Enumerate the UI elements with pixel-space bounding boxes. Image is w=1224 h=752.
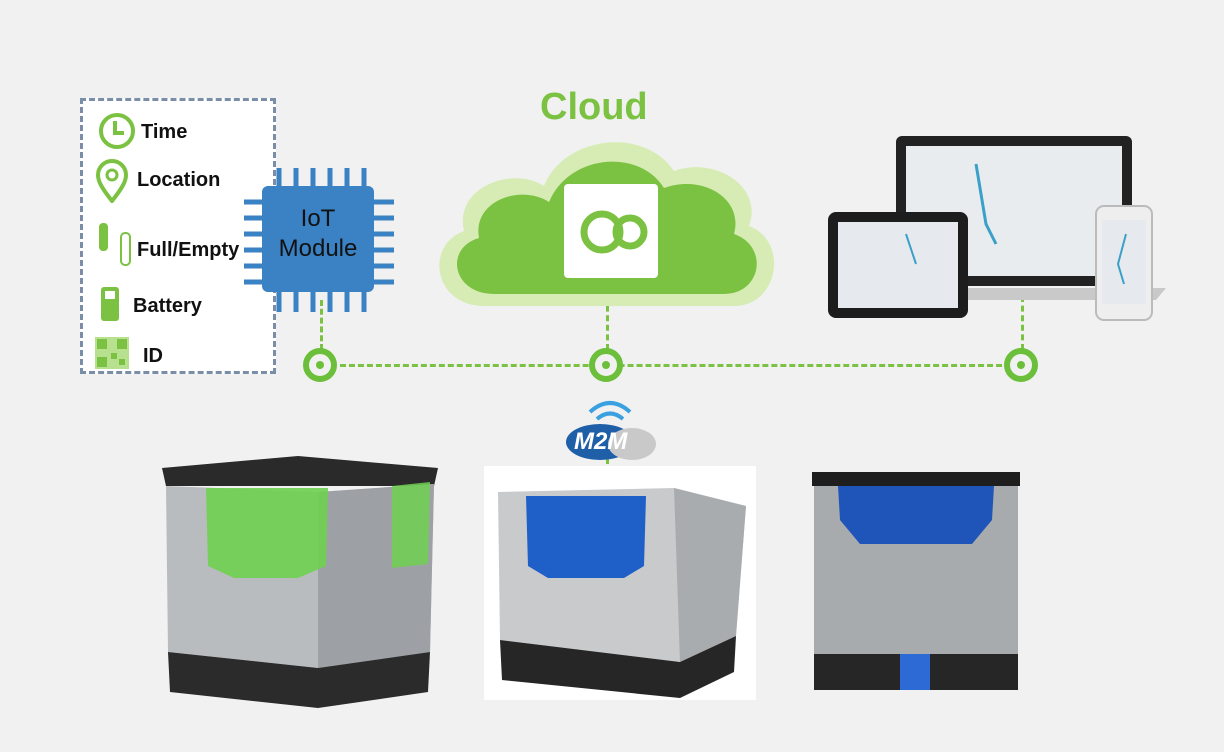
devices-node	[1004, 348, 1038, 382]
clock-icon	[99, 113, 135, 149]
green-bin-illustration	[162, 456, 438, 708]
iot-module-line2: Module	[278, 235, 358, 262]
iot-module-line1: IoT	[300, 205, 336, 232]
legend-full-empty: Full/Empty	[137, 239, 240, 261]
qr-code-icon	[95, 337, 129, 369]
wifi-icon	[566, 401, 656, 460]
m2m-logo: M2M	[574, 428, 628, 455]
test-tube-icon	[99, 223, 131, 266]
blue-bin-photo	[484, 466, 756, 700]
iot-node	[303, 348, 337, 382]
legend-time: Time	[141, 121, 188, 143]
battery-icon	[101, 287, 119, 321]
data-legend-box: Time Location Full/Empty Battery ID	[80, 98, 276, 374]
iot-connector	[320, 300, 323, 350]
network-line	[340, 364, 1020, 367]
iot-module: IoT Module	[262, 186, 374, 292]
legend-battery: Battery	[133, 295, 202, 317]
devices-connector	[1021, 296, 1024, 350]
cloud-icon	[439, 142, 775, 306]
devices-illustration	[828, 136, 1166, 321]
blue-lid-bin-illustration	[812, 472, 1020, 690]
location-pin-icon	[95, 159, 129, 203]
blue-bin-illustration	[498, 488, 746, 698]
legend-id: ID	[143, 345, 163, 367]
legend-location: Location	[137, 169, 221, 191]
cloud-node	[589, 348, 623, 382]
cloud-title: Cloud	[540, 86, 648, 128]
cloud-connector	[606, 296, 609, 350]
